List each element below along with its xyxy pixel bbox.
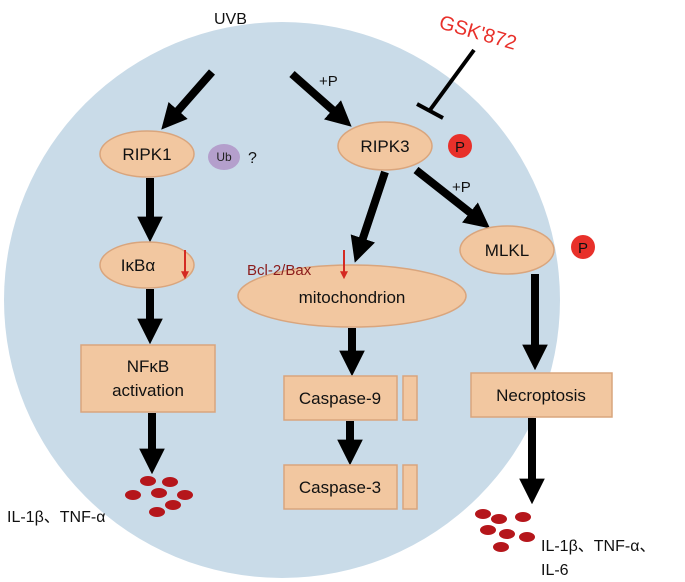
nfkb-activation-box [80,344,216,413]
caspase3-box [283,464,398,510]
question-mark: ? [248,150,257,167]
caspase9-label: Caspase-9 [299,389,381,408]
ripk3-p-label: P [455,139,465,156]
right-cytokines-label-line2: IL-6 [541,562,569,579]
bcl2-bax-label: Bcl-2/Bax [247,262,312,279]
cytokine-dot [480,525,496,535]
ripk3-label: RIPK3 [360,137,409,156]
mlkl-node [459,225,555,275]
cytokine-dot [499,529,515,539]
caspase3-side-block [402,464,418,510]
ikba-label: IκBα [121,256,156,275]
left-cytokines-label: IL-1β、TNF-α [7,509,105,526]
nfkb-label-line1: NFκB [127,357,170,376]
cytokine-dot [519,532,535,542]
left-cytokine-dots [125,476,193,517]
ub-label: Ub [216,150,232,164]
arrow-ripk3-mitochondrion [350,170,389,263]
gsk872-inhibition-line [428,48,476,112]
ripk3-phospho-badge [448,134,472,158]
mlkl-label: MLKL [485,241,529,260]
mitochondrion-node [237,264,467,328]
cytokine-dot [493,542,509,552]
cytokine-dot [165,500,181,510]
nfkb-label-line2: activation [112,381,184,400]
mitochondrion-label: mitochondrion [299,288,406,307]
cytokine-dot [475,509,491,519]
right-cytokines-label-line1: IL-1β、TNF-α、 [541,538,655,555]
mlkl-phospho-badge [571,235,595,259]
necroptosis-label: Necroptosis [496,386,586,405]
cytokine-dot [491,514,507,524]
ripk1-node [99,130,195,178]
right-cytokine-dots [475,509,535,552]
cytokine-dot [149,507,165,517]
gsk872-label: GSK'872 [437,12,519,55]
gsk872-inhibition-bar [416,102,444,120]
ikba-node [99,241,195,289]
necroptosis-box [470,372,613,418]
arrow-uvb-ripk1 [161,69,216,130]
plus-p-top-label: +P [319,73,338,90]
plus-p-mid-label: +P [452,179,471,196]
cytokine-dot [125,490,141,500]
ripk3-node [337,121,433,171]
ub-badge [208,144,240,170]
ripk1-label: RIPK1 [122,145,171,164]
cytokine-dot [177,490,193,500]
cytokine-dot [515,512,531,522]
cytokine-dot [151,488,167,498]
cytokine-dot [140,476,156,486]
cytokine-dot [162,477,178,487]
uvb-label: UVB [214,11,247,28]
arrow-uvb-ripk3 [289,71,352,127]
caspase9-box [283,375,398,421]
caspase3-label: Caspase-3 [299,478,381,497]
caspase9-side-block [402,375,418,421]
arrow-ripk3-mlkl [413,166,491,229]
mlkl-p-label: P [578,240,588,257]
